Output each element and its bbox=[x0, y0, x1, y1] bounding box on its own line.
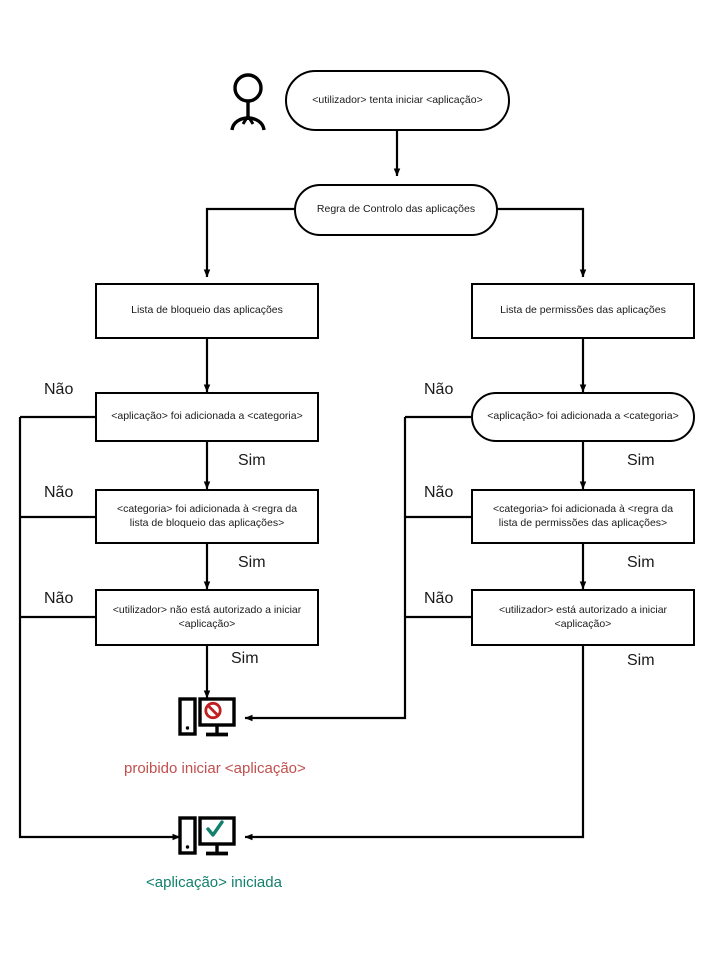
edge-label-left-nao-2: Não bbox=[44, 484, 74, 501]
edge-label-left-sim-1: Sim bbox=[238, 452, 266, 469]
node-start[interactable]: <utilizador> tenta iniciar <aplicação> bbox=[285, 70, 510, 131]
actor-user-icon bbox=[222, 72, 274, 139]
edge-label-right-sim-2: Sim bbox=[627, 554, 655, 571]
caption-started: <aplicação> iniciada bbox=[146, 874, 282, 891]
node-application-control-rule[interactable]: Regra de Controlo das aplicações bbox=[294, 184, 498, 236]
edge-label-left-sim-2: Sim bbox=[238, 554, 266, 571]
node-deny-list[interactable]: Lista de bloqueio das aplicações bbox=[95, 283, 319, 339]
computer-blocked-icon bbox=[178, 695, 236, 746]
edge-label-right-nao-3: Não bbox=[424, 590, 454, 607]
edge-label-left-nao-3: Não bbox=[44, 590, 74, 607]
edge-label-left-nao-1: Não bbox=[44, 381, 74, 398]
node-user-not-authorized[interactable]: <utilizador> não está autorizado a inici… bbox=[95, 589, 319, 646]
node-allow-list[interactable]: Lista de permissões das aplicações bbox=[471, 283, 695, 339]
caption-blocked: proibido iniciar <aplicação> bbox=[124, 760, 306, 777]
edge-label-right-sim-1: Sim bbox=[627, 452, 655, 469]
node-allow-app-in-category[interactable]: <aplicação> foi adicionada a <categoria> bbox=[471, 392, 695, 442]
edge-label-right-nao-1: Não bbox=[424, 381, 454, 398]
edge-label-right-nao-2: Não bbox=[424, 484, 454, 501]
edge-label-left-sim-3: Sim bbox=[231, 650, 259, 667]
node-deny-app-in-category[interactable]: <aplicação> foi adicionada a <categoria> bbox=[95, 392, 319, 442]
node-deny-category-in-rule[interactable]: <categoria> foi adicionada à <regra da l… bbox=[95, 489, 319, 544]
node-allow-category-in-rule[interactable]: <categoria> foi adicionada à <regra da l… bbox=[471, 489, 695, 544]
node-user-authorized[interactable]: <utilizador> está autorizado a iniciar <… bbox=[471, 589, 695, 646]
edge-label-right-sim-3: Sim bbox=[627, 652, 655, 669]
computer-allowed-icon bbox=[178, 814, 236, 865]
